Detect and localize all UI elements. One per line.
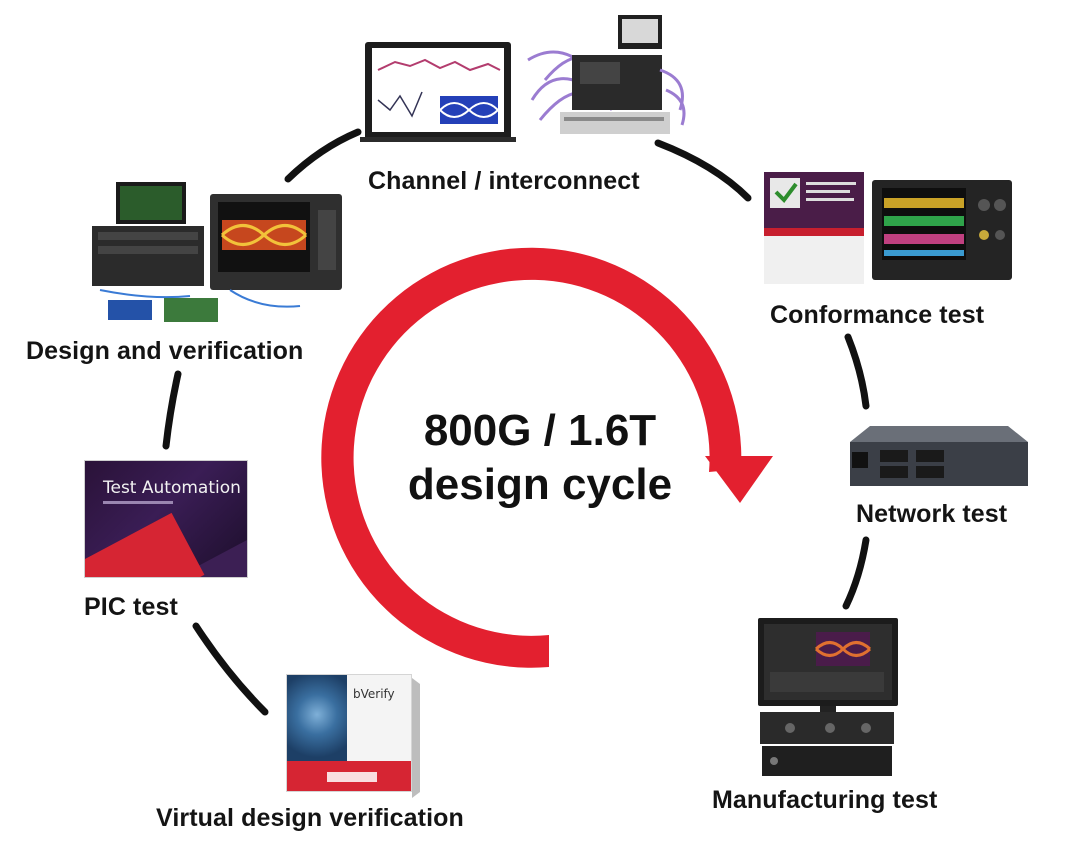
connector-pic-virtual bbox=[192, 622, 269, 716]
channel-instrument-image bbox=[527, 15, 686, 134]
center-title-line2: design cycle bbox=[407, 460, 673, 509]
connector-pic-design bbox=[162, 370, 182, 450]
bverify-chip-art bbox=[287, 675, 347, 763]
card-accent bbox=[85, 512, 205, 577]
label-pic-test: PIC test bbox=[84, 593, 178, 621]
center-title-line1: 800G / 1.6T bbox=[423, 406, 657, 455]
label-channel-interconnect: Channel / interconnect bbox=[368, 167, 640, 195]
connector-lines bbox=[162, 128, 870, 716]
test-automation-title: Test Automation bbox=[103, 478, 241, 498]
design-verification-rig-image bbox=[92, 182, 342, 322]
virtual-verification-box-image bbox=[412, 678, 420, 798]
bverify-title: bVerify bbox=[353, 687, 395, 701]
label-virtual-design-verification: Virtual design verification bbox=[156, 804, 464, 832]
keysight-logo bbox=[327, 772, 377, 782]
bverify-product-box: bVerify bbox=[286, 674, 412, 792]
cycle-arrow-head bbox=[705, 456, 773, 503]
conformance-book-image bbox=[764, 172, 864, 284]
connector-channel-conformance bbox=[654, 139, 752, 202]
conformance-oscilloscope-image bbox=[872, 180, 1012, 280]
connector-design-channel bbox=[284, 128, 362, 183]
connector-conformance-network bbox=[844, 333, 870, 410]
label-network-test: Network test bbox=[856, 500, 1008, 528]
manufacturing-system-image bbox=[758, 618, 898, 776]
label-design-verification: Design and verification bbox=[26, 337, 304, 365]
test-automation-card: Test Automation bbox=[84, 460, 248, 578]
label-conformance-test: Conformance test bbox=[770, 301, 985, 329]
connector-network-manufacturing bbox=[842, 536, 870, 610]
network-tester-image bbox=[850, 426, 1028, 486]
label-manufacturing-test: Manufacturing test bbox=[712, 786, 938, 814]
test-automation-subtitle-bar bbox=[103, 501, 173, 504]
center-title: 800G / 1.6T design cycle bbox=[340, 404, 740, 512]
channel-laptop-image bbox=[360, 42, 516, 142]
